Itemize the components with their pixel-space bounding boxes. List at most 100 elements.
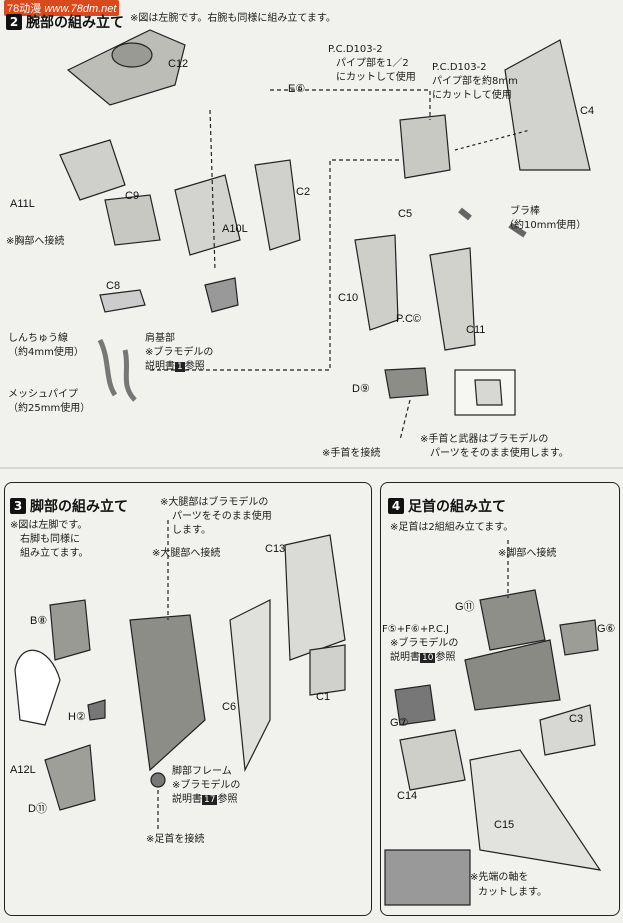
part-c15-drawing — [469, 749, 602, 871]
foot-parts-ref-note: ※ブラモデルの — [390, 638, 459, 649]
step-2-note: ※図は左腕です。右腕も同様に組み立てます。 — [130, 13, 336, 24]
shaft-cut-note-1: ※先端の軸を — [470, 872, 529, 883]
part-b8-drawing — [49, 599, 91, 661]
step-3-note-2: 右脚も同様に — [20, 534, 80, 545]
chest-connect-note: ※胸部へ接続 — [6, 236, 65, 247]
foot-parts-ref-number: 10 — [420, 653, 436, 663]
label-g11: G⑪ — [455, 601, 475, 613]
shoulder-base-label: 肩基部 — [145, 333, 175, 344]
part-h2-drawing — [87, 699, 106, 721]
shaft-cut-note-2: カットします。 — [478, 887, 547, 898]
pcd-note-2-code: P.C.D103-2 — [432, 62, 487, 73]
thigh-connect-note: ※大腿部へ接続 — [152, 548, 221, 559]
shoulder-ref-note: ※ブラモデルの — [145, 347, 214, 358]
part-c13-drawing — [284, 534, 346, 661]
step-3-heading: 3 脚部の組み立て — [10, 496, 128, 516]
shoulder-base-drawing — [204, 277, 239, 313]
label-c3: C3 — [569, 713, 584, 725]
part-g7-drawing — [394, 684, 436, 726]
label-c1: C1 — [316, 691, 331, 703]
thigh-note-2: パーツをそのまま使用 — [172, 511, 272, 522]
label-c4: C4 — [580, 105, 595, 117]
hand-weapon-note-2: パーツをそのまま使用します。 — [430, 448, 569, 459]
step-2-title: 腕部の組み立て — [26, 15, 124, 31]
mesh-pipe-length: （約25mm使用） — [8, 403, 91, 414]
brass-wire-label: しんちゅう線 — [8, 333, 68, 344]
label-b8: B⑧ — [30, 615, 48, 627]
part-c14-drawing — [399, 729, 466, 791]
hand-weapon-note-1: ※手首と武器はブラモデルの — [420, 434, 549, 445]
part-c9-drawing — [104, 194, 161, 246]
step-4-number: 4 — [388, 498, 404, 514]
part-d11-drawing — [44, 744, 96, 811]
pcd-note-2-line-2: パイプ部を約8mm — [432, 76, 518, 87]
part-c5-drawing — [399, 114, 451, 179]
step-3-number: 3 — [10, 498, 26, 514]
step-4-heading: 4 足首の組み立て — [388, 496, 506, 516]
label-a12l: A12L — [10, 764, 36, 776]
part-c3-drawing — [539, 704, 596, 756]
thigh-note-1: ※大腿部はブラモデルの — [160, 497, 269, 508]
mesh-pipe-label: メッシュパイプ — [8, 389, 78, 400]
label-c2: C2 — [296, 186, 311, 198]
step-4-title: 足首の組み立て — [408, 499, 506, 515]
foot-parts-formula: F⑤+F⑥+P.C.J — [382, 624, 449, 635]
step-4-frame — [380, 482, 620, 916]
site-url: www.78dm.net — [44, 3, 117, 15]
label-g7: G⑦ — [390, 717, 409, 729]
mesh-pipe-drawing — [97, 338, 118, 397]
label-a10l: A10L — [222, 223, 248, 235]
part-c1-drawing — [309, 644, 346, 696]
shaft-detail-drawing — [384, 849, 471, 906]
label-h2: H② — [68, 711, 86, 723]
part-c4-drawing — [504, 39, 591, 171]
leg-connect-note: ※脚部へ接続 — [498, 548, 557, 559]
part-g6-drawing — [559, 619, 599, 656]
step-4-note: ※足首は2組組み立てます。 — [390, 522, 514, 533]
label-a11l: A11L — [10, 198, 35, 210]
step-2-number: 2 — [6, 14, 22, 30]
leg-frame-drawing — [129, 614, 206, 772]
label-c14: C14 — [397, 790, 418, 802]
label-c13: C13 — [265, 543, 286, 555]
part-a11l-drawing — [59, 139, 126, 201]
step-3-note-1: ※図は左脚です。 — [10, 520, 88, 531]
label-c11: C11 — [466, 324, 486, 336]
label-c8: C8 — [106, 280, 121, 292]
brass-wire-length: （約4mm使用） — [8, 347, 84, 358]
step-3-frame — [4, 482, 372, 916]
label-pc-c: P.C© — [396, 313, 422, 325]
leg-frame-ref-number: 17 — [202, 795, 218, 805]
part-c11-drawing — [429, 247, 476, 351]
label-c10: C10 — [338, 292, 359, 304]
hand-connect-note: ※手首を接続 — [322, 448, 381, 459]
foot-connect-note: ※足首を接続 — [146, 834, 205, 845]
label-c6: C6 — [222, 701, 237, 713]
label-c15: C15 — [494, 819, 515, 831]
label-d9: D⑨ — [352, 383, 370, 395]
site-watermark: 78动漫 www.78dm.net — [4, 0, 120, 16]
pcd-note-1-line-3: にカットして使用 — [336, 72, 416, 83]
part-c6-drawing — [229, 599, 271, 773]
part-a12l-drawing — [14, 649, 61, 726]
part-c2-drawing — [254, 159, 301, 251]
label-c9: C9 — [125, 190, 140, 202]
part-c10-drawing — [354, 234, 399, 331]
pcd-note-2-line-3: にカットして使用 — [432, 90, 512, 101]
part-g11-drawing — [479, 589, 546, 651]
plastic-rod-label: ブラ棒 — [510, 206, 540, 217]
shoulder-ref-number: 1 — [175, 362, 185, 372]
part-d9-drawing — [384, 367, 429, 399]
part-c12-drawing — [66, 29, 186, 106]
site-logo: 78动漫 — [7, 3, 42, 15]
leg-frame-label: 脚部フレーム — [172, 766, 232, 777]
part-d9-detail-box — [454, 369, 516, 416]
step-3-note-3: 組み立てます。 — [20, 548, 89, 559]
step-3-title: 脚部の組み立て — [30, 499, 128, 515]
pcd-note-1-line-2: パイプ部を1／2 — [336, 58, 409, 69]
thigh-note-3: します。 — [172, 525, 211, 536]
pcd-note-1-code: P.C.D103-2 — [328, 44, 383, 55]
